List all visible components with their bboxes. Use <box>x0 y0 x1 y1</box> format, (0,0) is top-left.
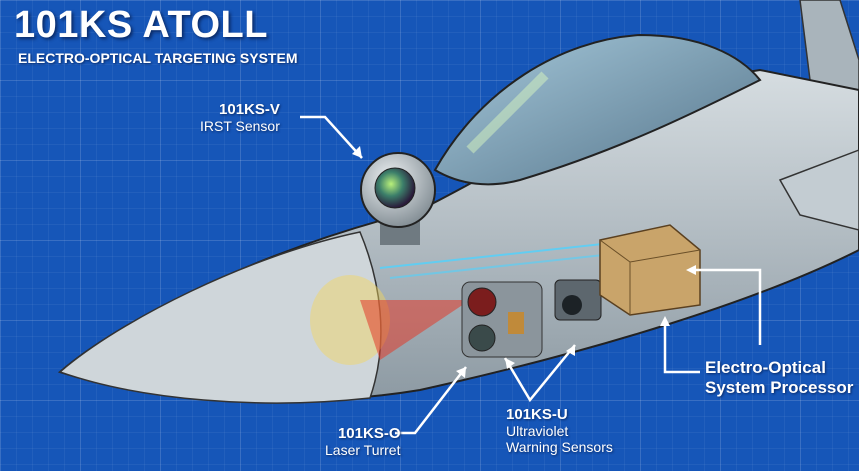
page-subtitle: ELECTRO-OPTICAL TARGETING SYSTEM <box>18 50 298 66</box>
callout-line: System Processor <box>705 377 854 397</box>
uv-leader <box>503 344 576 403</box>
callout-desc: Laser Turret <box>325 442 401 459</box>
tail-fin <box>799 0 859 101</box>
page-title: 101KS ATOLL <box>14 4 268 46</box>
callout-laser-turret: 101KS-O Laser Turret <box>325 425 400 458</box>
callout-irst: 101KS-V IRST Sensor <box>200 101 280 134</box>
callout-desc: Warning Sensors <box>506 439 613 456</box>
callout-desc: IRST Sensor <box>200 118 280 135</box>
processor-leader <box>663 268 762 374</box>
wing <box>778 149 859 231</box>
callout-code: 101KS-V <box>219 101 280 118</box>
callout-code: 101KS-U <box>506 406 568 423</box>
callout-line: Electro-Optical <box>705 358 826 377</box>
callout-uv-sensors: 101KS-U Ultraviolet Warning Sensors <box>506 406 613 455</box>
laser-leader <box>395 366 467 435</box>
irst-leader <box>300 115 363 159</box>
laser-beam <box>360 300 470 360</box>
canopy <box>433 33 762 186</box>
callout-processor: Electro-Optical System Processor <box>705 358 853 397</box>
callout-code: 101KS-O <box>337 425 401 442</box>
callout-desc: Ultraviolet <box>506 423 569 440</box>
processor-box <box>599 224 701 316</box>
